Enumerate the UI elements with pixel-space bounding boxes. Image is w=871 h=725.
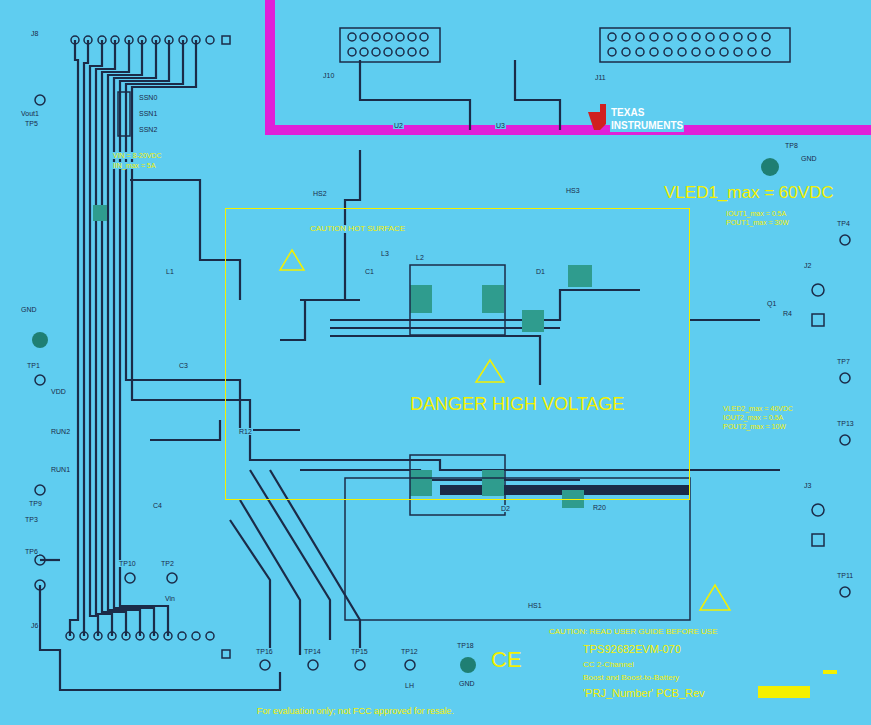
silkscreen-label: L2: [415, 254, 425, 261]
silkscreen-label: TP15: [350, 648, 369, 655]
silkscreen-label: U2: [393, 122, 404, 129]
silkscreen-label: CC 2-Channel: [582, 661, 635, 669]
silkscreen-label: C3: [178, 362, 189, 369]
silkscreen-label: TP5: [24, 120, 39, 127]
silkscreen-label: VLED1_max = 60VDC: [663, 184, 835, 202]
silkscreen-label: D2: [500, 505, 511, 512]
silkscreen-label: 'PRJ_Number' PCB_Rev: [582, 688, 706, 700]
silkscreen-label: VLED2_max = 40VDC: [722, 405, 794, 412]
silkscreen-label: CAUTION: READ USER GUIDE BEFORE USE: [548, 628, 718, 636]
silkscreen-label: For evaluation only; not FCC approved fo…: [256, 707, 455, 716]
silkscreen-label: TP6: [24, 548, 39, 555]
silkscreen-label: TP11: [836, 572, 854, 579]
silkscreen-label: TP1: [26, 362, 41, 369]
silkscreen-label: J3: [803, 482, 812, 489]
silkscreen-label: GND: [20, 306, 38, 313]
silkscreen-label: IIN_max = 5A: [112, 162, 157, 169]
silkscreen-label: TEXAS: [610, 108, 645, 119]
silkscreen-label: R4: [782, 310, 793, 317]
silkscreen-label: TPS92682EVM-070: [582, 644, 682, 656]
silkscreen-label: TP8: [784, 142, 799, 149]
silkscreen-label: TP14: [303, 648, 322, 655]
silkscreen-label: SSN1: [138, 110, 158, 117]
silkscreen-label: J8: [30, 30, 39, 37]
silkscreen-label: LH: [404, 682, 415, 689]
silkscreen-label: TP18: [456, 642, 475, 649]
silkscreen-label: J2: [803, 262, 812, 269]
silkscreen-label: CE: [490, 648, 523, 671]
silkscreen-label: GND: [458, 680, 476, 687]
silkscreen-label: SSN2: [138, 126, 158, 133]
silkscreen-label: TP9: [28, 500, 43, 507]
silkscreen-label: TP7: [836, 358, 851, 365]
warning-text: CAUTION HOT SURFACE: [308, 225, 407, 233]
silkscreen-label: Boost and Boost-to-Battery: [582, 674, 680, 682]
silkscreen-label: D1: [535, 268, 546, 275]
silkscreen-label: R20: [592, 504, 607, 511]
silkscreen-label: INSTRUMENTS: [610, 121, 684, 132]
silkscreen-label: POUT2_max = 10W: [722, 423, 787, 430]
silkscreen-label: TP13: [836, 420, 855, 427]
silkscreen-label: Q1: [766, 300, 777, 307]
silkscreen-label: TP2: [160, 560, 175, 567]
silkscreen-label: TP4: [836, 220, 851, 227]
silkscreen-label: C1: [364, 268, 375, 275]
silkscreen-label: HS2: [312, 190, 328, 197]
silkscreen-label: U3: [495, 122, 506, 129]
silkscreen-label: TP3: [24, 516, 39, 523]
silkscreen-label: POUT1_max = 30W: [725, 219, 790, 226]
silkscreen-label: J11: [594, 74, 607, 81]
silkscreen-label: TP16: [255, 648, 274, 655]
silkscreen-label: VDD: [50, 388, 67, 395]
silkscreen-label: J10: [322, 72, 335, 79]
silkscreen-label: L3: [380, 250, 390, 257]
silkscreen-label: Vin: [164, 595, 176, 602]
silkscreen-label: TP12: [400, 648, 419, 655]
silkscreen-label: RUN2: [50, 428, 71, 435]
silkscreen-label: VIN = 8-20VDC: [112, 152, 162, 159]
warning-text: DANGER HIGH VOLTAGE: [408, 395, 626, 414]
silkscreen-label: C4: [152, 502, 163, 509]
silkscreen-label: HS3: [565, 187, 581, 194]
silkscreen-label: J6: [30, 622, 39, 629]
silkscreen-label: R12: [238, 428, 253, 435]
silkscreen-label: TP10: [118, 560, 137, 567]
silkscreen-label: SSN0: [138, 94, 158, 101]
silkscreen-label: HS1: [527, 602, 543, 609]
warning-region: CAUTION HOT SURFACE DANGER HIGH VOLTAGE: [225, 208, 690, 500]
silkscreen-label: L1: [165, 268, 175, 275]
silkscreen-label: GND: [800, 155, 818, 162]
silkscreen-label: Vout1: [20, 110, 40, 117]
silkscreen-label: IOUT2_max = 0.5A: [722, 414, 784, 421]
silkscreen-label: IOUT1_max = 0.5A: [725, 210, 787, 217]
silkscreen-label: RUN1: [50, 466, 71, 473]
